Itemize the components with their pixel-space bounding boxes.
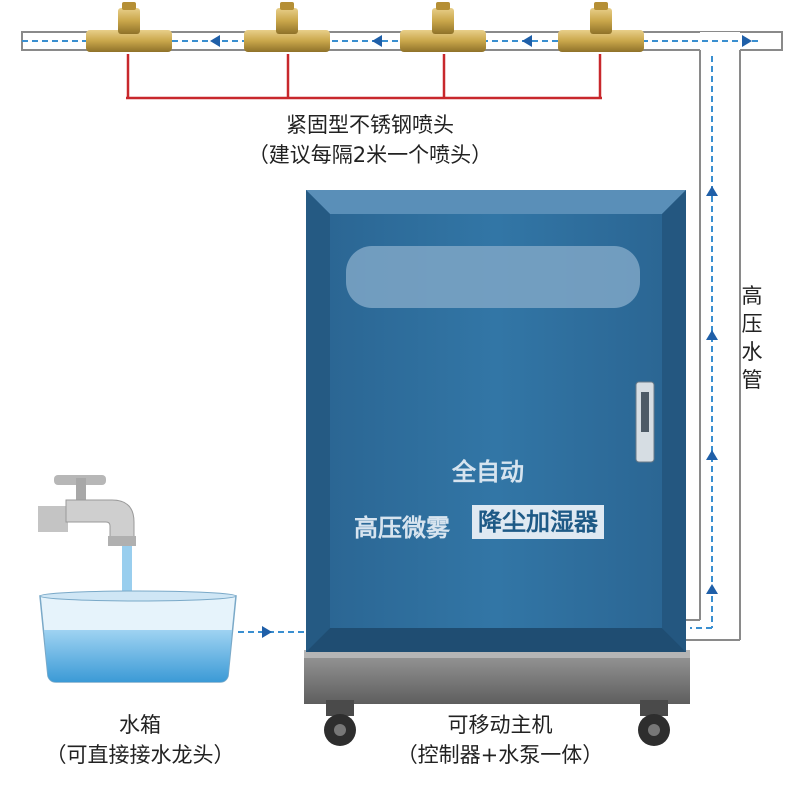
faucet-icon [38, 475, 136, 546]
cabinet-base [304, 650, 690, 704]
cabinet-line2-plain: 高压微雾 [354, 514, 450, 542]
nozzle-1 [86, 2, 172, 52]
nozzle-2 [244, 2, 330, 52]
nozzle-4 [558, 2, 644, 52]
cabinet-line1: 全自动 [452, 458, 524, 486]
pipe-label: 高压水管 [741, 284, 763, 392]
tank-title: 水箱 [119, 713, 161, 737]
host-note: （控制器+水泵一体） [396, 743, 604, 767]
display-window [346, 246, 640, 308]
host-title: 可移动主机 [447, 713, 553, 737]
water-tank [39, 590, 237, 683]
nozzle-3 [400, 2, 486, 52]
tank-note: （可直接接水龙头） [45, 743, 235, 767]
flow-arrows [210, 35, 752, 638]
nozzle-title: 紧固型不锈钢喷头 [286, 113, 454, 137]
machine-cabinet [306, 190, 686, 652]
nozzle-callout-bracket [126, 54, 602, 100]
cabinet-line2-highlight: 降尘加湿器 [472, 505, 604, 539]
nozzle-note: （建议每隔2米一个喷头） [247, 143, 493, 167]
caster-wheels [324, 700, 670, 746]
